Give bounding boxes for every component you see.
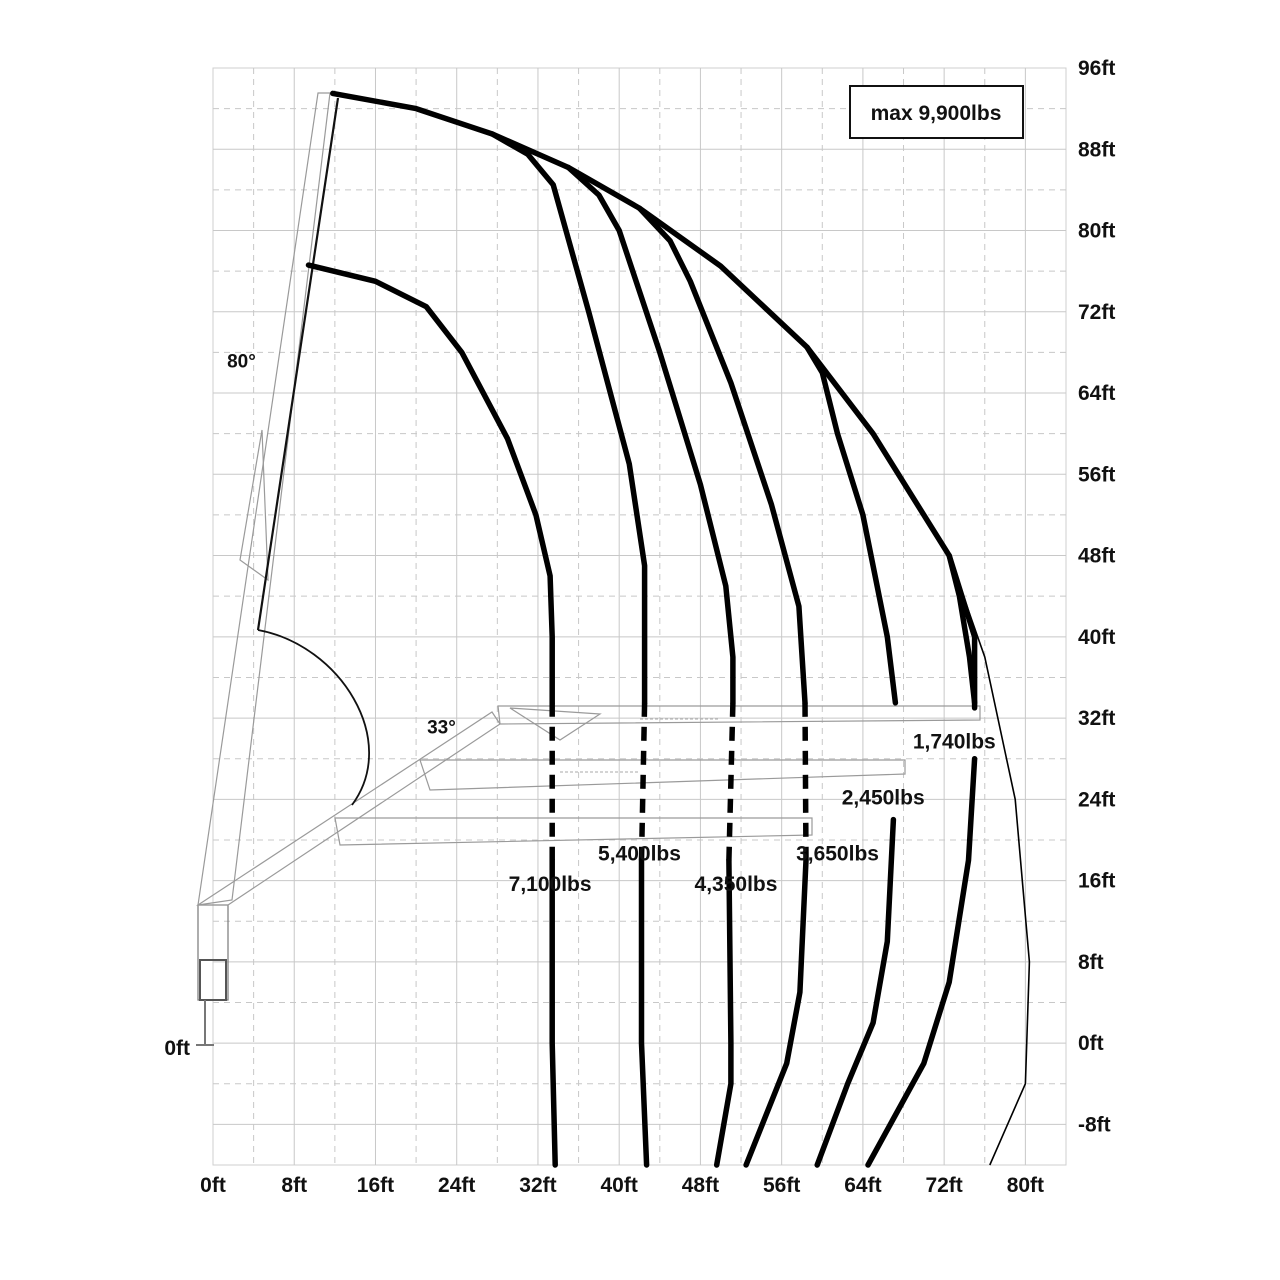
y-tick-label: 32ft: [1078, 707, 1115, 730]
load-curve-dashed: [802, 702, 809, 861]
load-curve-dashed: [726, 702, 736, 861]
load-curve-lower: [549, 857, 558, 1168]
grid: [212, 67, 1067, 1166]
y-tick-label: 80ft: [1078, 220, 1115, 243]
y-tick-label: 64ft: [1078, 382, 1115, 405]
plot-frame: [212, 67, 1067, 1166]
load-curve-upper: [305, 262, 555, 706]
load-curve-upper: [636, 205, 808, 706]
angle-label: 33°: [427, 717, 456, 738]
y-tick-label: 96ft: [1078, 57, 1115, 80]
y-tick-label: 24ft: [1078, 788, 1115, 811]
load-curve-upper: [804, 344, 899, 706]
max-envelope-curve: [330, 90, 978, 711]
y-tick-label: 40ft: [1078, 626, 1115, 649]
load-labels: 80° 33° 7,100lbs 5,400lbs 4,350lbs 3,650lbs 2,…: [227, 352, 996, 896]
load-curve-lower: [814, 816, 897, 1168]
max-reach-curve: [948, 555, 1031, 1166]
y-tick-label: 88ft: [1078, 138, 1115, 161]
boom-80-degree: [197, 92, 331, 906]
load-curve-lower: [713, 857, 734, 1168]
boom-80-cylinder: [239, 429, 269, 582]
y-tick-label: 0ft: [1078, 1032, 1104, 1055]
axis-ticks: 0ft 8ft 16ft 24ft 32ft 40ft 48ft 56ft 64ft 72ft 80…: [164, 57, 1115, 1197]
boom-extension-lower: [334, 817, 813, 846]
x-tick-label: 16ft: [357, 1174, 394, 1197]
load-label: 2,450lbs: [842, 786, 925, 809]
y-tick-label: 8ft: [1078, 951, 1104, 974]
load-curve-lower: [638, 857, 650, 1168]
load-curve-lower: [865, 755, 978, 1168]
x-tick-label: 64ft: [844, 1174, 881, 1197]
x-tick-label: 48ft: [682, 1174, 719, 1197]
boom-extension-upper: [497, 705, 981, 725]
x-tick-label: 80ft: [1007, 1174, 1044, 1197]
crane-base: [199, 959, 227, 1001]
y-tick-label: 16ft: [1078, 870, 1115, 893]
load-curves: [305, 90, 1031, 1168]
x-tick-label: 0ft: [200, 1174, 226, 1197]
load-label: 1,740lbs: [913, 731, 996, 754]
load-curve-upper: [565, 164, 736, 706]
load-label: 5,400lbs: [598, 842, 681, 865]
load-curve-lower: [743, 857, 809, 1168]
crane-drawing: [195, 92, 981, 1046]
y-tick-label: 72ft: [1078, 301, 1115, 324]
angle-label: 80°: [227, 352, 256, 373]
load-curve-dashed: [638, 702, 648, 861]
max-load-box-frame: [849, 85, 1024, 139]
y-tick-label: 56ft: [1078, 463, 1115, 486]
boom-sweep-arc: [257, 629, 370, 806]
boom-extension-middle: [419, 759, 906, 791]
x-tick-label: 56ft: [763, 1174, 800, 1197]
y-tick-label: 48ft: [1078, 545, 1115, 568]
max-load-label: max 9,900lbs: [871, 102, 1002, 125]
x-tick-label: 32ft: [519, 1174, 556, 1197]
load-label: 4,350lbs: [695, 873, 778, 896]
load-curve-upper: [489, 131, 648, 706]
load-label: 3,650lbs: [796, 842, 879, 865]
x-tick-label: 40ft: [601, 1174, 638, 1197]
max-load-box: max 9,900lbs: [849, 85, 1024, 139]
load-label: 7,100lbs: [509, 873, 592, 896]
y-tick-label: -8ft: [1078, 1113, 1111, 1136]
boom-33-cylinder: [509, 707, 602, 741]
load-curve-upper: [946, 552, 978, 706]
y-tick-label-left: 0ft: [164, 1037, 190, 1060]
boom-reach-line: [256, 97, 340, 631]
x-tick-label: 8ft: [281, 1174, 307, 1197]
x-tick-label: 72ft: [925, 1174, 962, 1197]
x-tick-label: 24ft: [438, 1174, 475, 1197]
